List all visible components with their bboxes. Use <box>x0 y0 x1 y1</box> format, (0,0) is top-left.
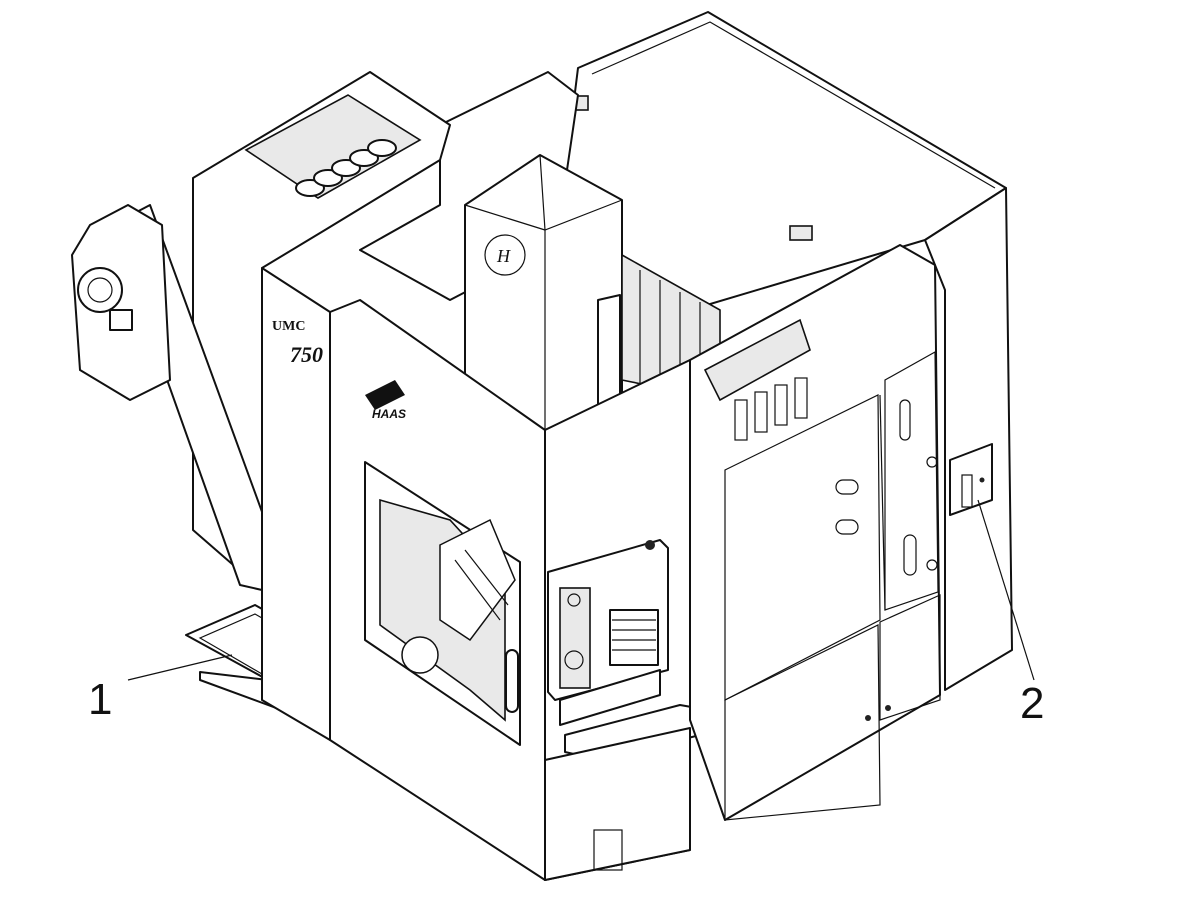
haas-emblem-icon <box>484 234 526 276</box>
cabinet-vents <box>734 377 808 441</box>
pendant-light <box>645 540 655 550</box>
door-handle <box>505 649 519 713</box>
left-front-wall <box>261 267 331 741</box>
model-number-label: 750 <box>290 342 323 367</box>
rotary-table <box>401 518 516 674</box>
callout-2-leader <box>977 499 1035 681</box>
conveyor-motor-housing <box>71 204 171 401</box>
model-series-label: UMC <box>272 319 305 334</box>
electrical-cabinet <box>689 244 941 821</box>
callout-1-leader <box>127 654 233 681</box>
left-rear-housing <box>192 71 451 591</box>
enclosure-right-wall <box>924 187 1013 691</box>
conveyor-motor <box>77 267 123 313</box>
svg-text:H: H <box>496 246 511 266</box>
callout-1-label: 1 <box>88 675 113 724</box>
top-vent-b <box>789 225 813 241</box>
chip-auger-opening <box>244 94 422 199</box>
haas-logo-icon: HAAS <box>365 380 406 421</box>
callout-2-label: 2 <box>1020 679 1045 728</box>
svg-text:HAAS: HAAS <box>372 407 406 421</box>
auger-rollers <box>295 139 397 197</box>
side-power-switch <box>949 443 993 516</box>
